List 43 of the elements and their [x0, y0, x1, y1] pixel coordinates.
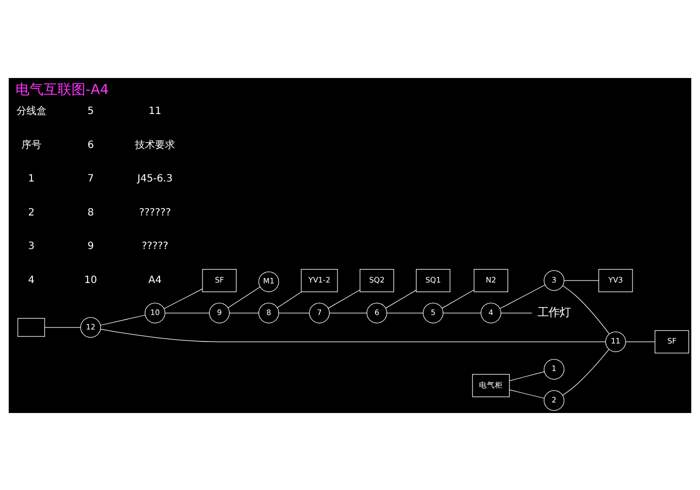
- connector: [164, 288, 203, 308]
- label: 7: [87, 173, 94, 184]
- label: 9: [87, 240, 94, 252]
- connector: [278, 312, 310, 313]
- connector: [164, 312, 210, 313]
- connector: [626, 340, 656, 342]
- connector: [386, 312, 424, 313]
- connector: [44, 326, 81, 328]
- connector: [562, 348, 610, 396]
- label: 分线盒: [16, 106, 46, 117]
- label: 5: [87, 106, 94, 117]
- label: 2: [28, 206, 34, 218]
- label: ?????: [142, 240, 168, 252]
- connector: [500, 312, 532, 313]
- connector: [277, 290, 302, 308]
- connector: [328, 289, 360, 308]
- connector: [229, 312, 259, 313]
- label: 6: [87, 139, 94, 150]
- label: 1: [28, 173, 34, 184]
- label: A4: [148, 274, 162, 286]
- node-box: [18, 318, 45, 336]
- label: J45-6.3: [137, 173, 173, 184]
- connector: [329, 312, 368, 313]
- connector: [443, 312, 482, 313]
- connector: [100, 328, 606, 342]
- connector: [500, 284, 546, 308]
- connector: [228, 286, 260, 308]
- connector: [442, 289, 474, 308]
- label: 技术要求: [135, 139, 175, 150]
- label: 序号: [21, 139, 42, 150]
- label: 8: [87, 206, 94, 218]
- diagram-title: 电气互联图-A4: [16, 82, 109, 98]
- connector: [100, 314, 146, 326]
- connector: [562, 284, 610, 334]
- label: 11: [148, 106, 162, 117]
- label: 4: [28, 274, 34, 286]
- node-text: 工作灯: [538, 305, 571, 318]
- connector: [509, 389, 544, 398]
- label: 3: [28, 240, 34, 252]
- label: ??????: [139, 206, 171, 218]
- label: 10: [84, 274, 97, 286]
- connector: [509, 370, 545, 381]
- connector: [386, 289, 416, 308]
